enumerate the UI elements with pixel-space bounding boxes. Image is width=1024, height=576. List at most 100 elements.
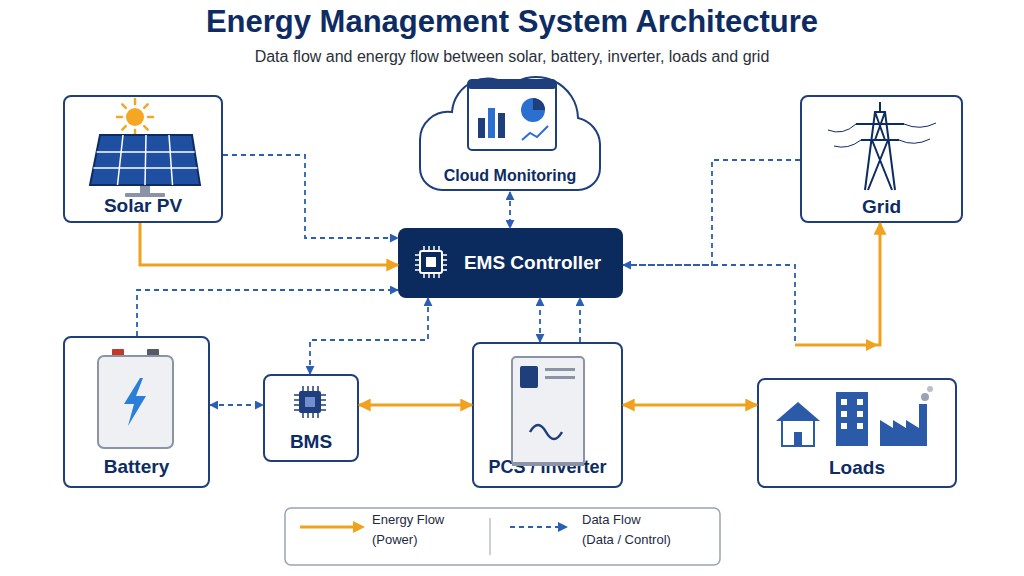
inverter-cabinet-icon — [545, 376, 575, 379]
inverter-cabinet-icon — [530, 425, 562, 439]
node-label: Battery — [104, 456, 169, 478]
monitor-icon — [488, 108, 495, 138]
solar-box: Solar PV — [63, 95, 223, 223]
monitor-icon — [533, 98, 545, 110]
data-flow-sample — [558, 522, 568, 532]
inverter-cabinet-icon — [520, 366, 538, 388]
node-label: PCS / Inverter — [488, 456, 606, 478]
data-flow-connector — [223, 155, 398, 238]
monitor-icon — [522, 126, 548, 140]
data-flow-line — [210, 404, 263, 406]
solar-panel-icon — [93, 135, 197, 185]
battery-box: Battery — [63, 336, 210, 488]
node-label: Solar PV — [104, 195, 182, 217]
battery-icon — [98, 349, 173, 448]
loads-icon — [921, 393, 929, 401]
data-flow-connector — [580, 298, 581, 342]
data-flow-connector — [310, 298, 428, 374]
sun-icon — [117, 99, 153, 135]
battery-icon — [98, 356, 173, 448]
monitor-icon — [498, 113, 505, 138]
legend-label: Energy Flow (Power) — [372, 510, 462, 550]
solar-panel-icon — [90, 135, 200, 197]
battery-icon — [112, 349, 124, 357]
energy-flow-line — [140, 223, 398, 265]
inverter-cabinet-icon — [512, 357, 584, 466]
inverter-cabinet-icon — [512, 357, 584, 465]
data-flow-line — [310, 298, 428, 374]
data-flow-line — [623, 265, 795, 345]
node-label: EMS Controller — [464, 252, 601, 274]
flow-arrowhead — [866, 339, 878, 351]
chip-icon — [420, 251, 442, 273]
loads-box: Loads — [757, 378, 957, 488]
data-flow-connector — [623, 160, 800, 265]
sun-icon — [117, 99, 153, 135]
loads-icon — [880, 404, 927, 446]
bms-chip-icon — [294, 386, 326, 418]
battery-icon — [124, 378, 146, 426]
data-flow-line — [579, 298, 581, 342]
bms-chip-icon — [294, 386, 326, 418]
data-flow-line — [623, 160, 800, 265]
node-label: Grid — [862, 196, 901, 218]
monitor-icon — [468, 80, 556, 150]
loads-icon — [776, 402, 820, 421]
diagram-subtitle: Data flow and energy flow between solar,… — [0, 47, 1024, 67]
data-flow-line — [223, 155, 398, 238]
monitor-icon — [521, 98, 545, 122]
transmission-tower-icon — [828, 102, 936, 190]
legend-label: Data Flow (Data / Control) — [582, 510, 672, 550]
data-flow-connector — [210, 405, 263, 406]
energy-flow-sample — [300, 521, 365, 533]
bms-box: BMS — [263, 374, 359, 462]
chip-icon — [426, 257, 436, 267]
legend-frame — [285, 508, 720, 565]
transmission-tower-icon — [828, 123, 936, 147]
diagram-title: Energy Management System Architecture — [0, 4, 1024, 40]
legend-frame — [490, 518, 491, 555]
energy-flow-sample — [353, 521, 365, 533]
energy-flow-line — [795, 223, 880, 345]
data-flow-connector — [510, 192, 511, 228]
node-label: Loads — [829, 457, 885, 479]
loads-icon — [782, 420, 814, 446]
node-label: Cloud Monitoring — [444, 165, 576, 187]
loads-icon — [776, 386, 933, 446]
chip-icon — [415, 246, 447, 278]
data-flow-line — [539, 298, 541, 342]
data-flow-line — [137, 290, 398, 336]
inverter-cabinet-icon — [545, 368, 575, 371]
energy-flow-connector — [623, 405, 757, 406]
grid-box: Grid — [800, 95, 963, 223]
data-flow-line — [509, 192, 511, 228]
cloud-outline — [420, 77, 600, 190]
inverter-cabinet-icon — [512, 462, 584, 466]
flow-arrowhead — [866, 339, 878, 351]
inverter-box: PCS / Inverter — [472, 342, 623, 488]
controller-box: EMS Controller — [398, 228, 623, 298]
energy-flow-sample — [300, 526, 355, 529]
energy-flow-line — [359, 404, 472, 407]
solar-panel-icon — [140, 185, 150, 193]
transmission-tower-icon — [856, 102, 904, 190]
loads-icon — [794, 432, 802, 446]
bms-chip-icon — [305, 397, 315, 407]
energy-flow-line — [623, 404, 757, 407]
battery-icon — [147, 349, 159, 357]
bms-chip-icon — [299, 391, 321, 413]
data-flow-connector — [540, 298, 541, 342]
node-label: BMS — [290, 431, 332, 453]
energy-flow-connector — [140, 223, 398, 265]
data-flow-connector — [137, 290, 398, 336]
legend-frame — [285, 508, 720, 565]
cloud-box: Cloud Monitoring — [418, 60, 602, 192]
solar-panel-icon — [125, 193, 165, 197]
data-flow-connector — [623, 223, 880, 345]
loads-icon — [836, 392, 868, 446]
monitor-icon — [478, 118, 485, 138]
loads-icon — [841, 399, 863, 429]
energy-flow-connector — [359, 405, 472, 406]
solar-panel-icon — [90, 135, 200, 185]
